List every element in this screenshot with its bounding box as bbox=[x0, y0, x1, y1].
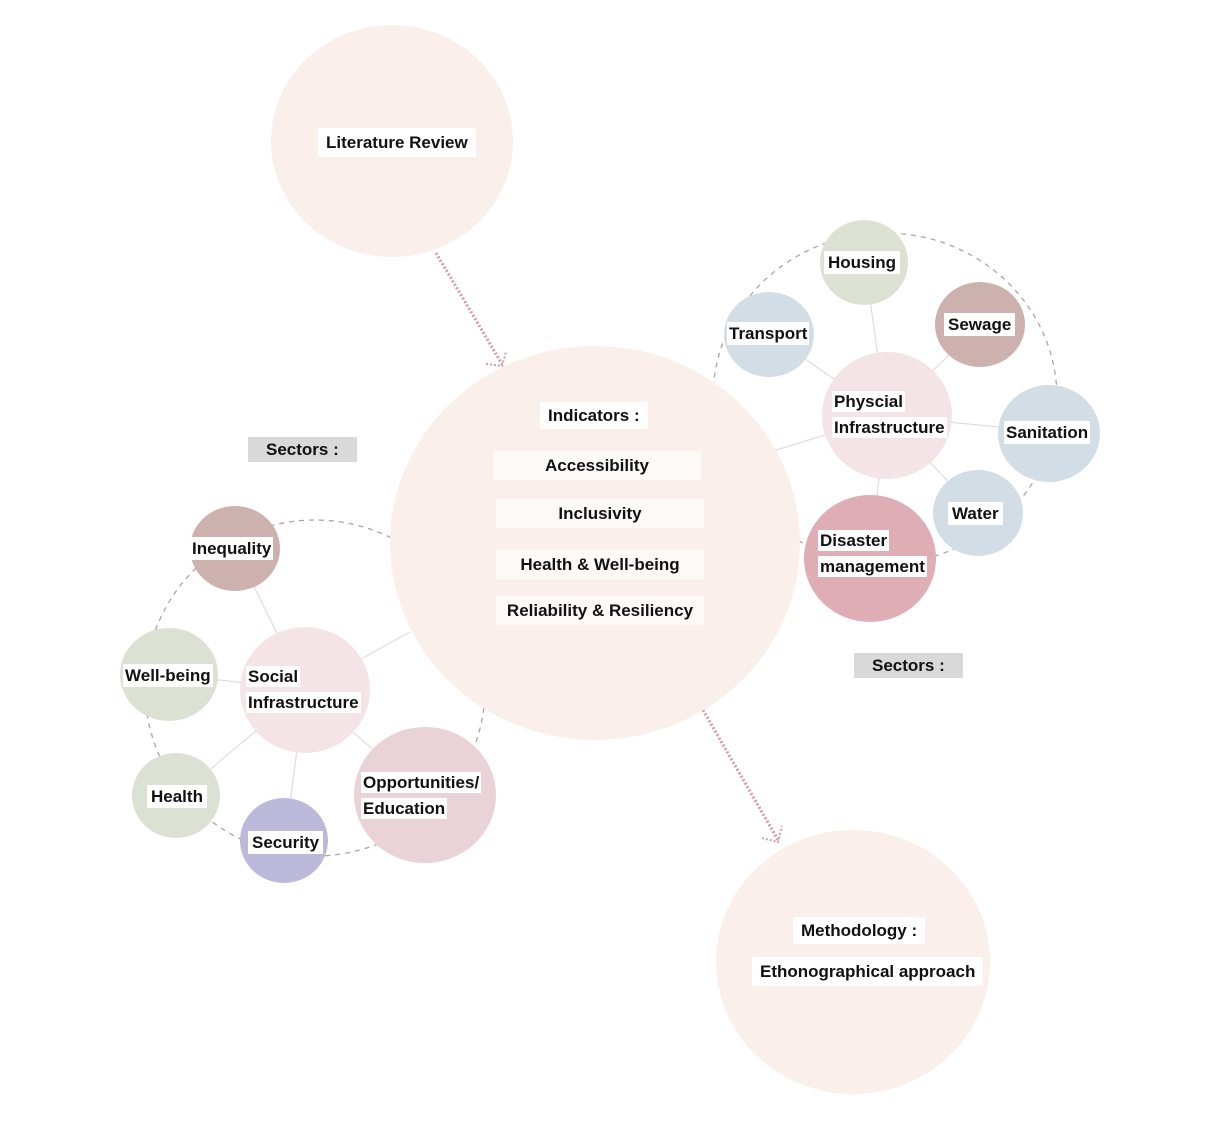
inequality-label: Inequality bbox=[190, 537, 274, 560]
social-infrastructure-line1: Social bbox=[246, 666, 301, 687]
social-infrastructure-line2: Infrastructure bbox=[246, 692, 361, 713]
physical-infrastructure-line1: Physcial bbox=[832, 391, 905, 412]
arrow-literature-to-indicators bbox=[434, 252, 507, 368]
opportunities-node bbox=[354, 727, 496, 863]
methodology-approach: Ethonographical approach bbox=[752, 957, 984, 986]
physical-infrastructure-label: Physcial Infrastructure bbox=[832, 389, 947, 441]
sewage-label: Sewage bbox=[944, 313, 1016, 336]
disaster-management-line1: Disaster bbox=[818, 530, 890, 551]
security-label: Security bbox=[248, 831, 324, 854]
physical-infrastructure-hub bbox=[822, 352, 952, 479]
sanitation-label: Sanitation bbox=[1004, 421, 1091, 444]
health-label: Health bbox=[147, 785, 207, 808]
disaster-management-line2: management bbox=[818, 556, 927, 577]
transport-label: Transport bbox=[727, 322, 810, 345]
indicator-health-wellbeing: Health & Well-being bbox=[496, 550, 704, 579]
methodology-heading: Methodology : bbox=[793, 917, 926, 944]
arrow-indicators-to-methodology bbox=[701, 709, 783, 844]
opportunities-line2: Education bbox=[361, 798, 448, 819]
housing-label: Housing bbox=[824, 251, 900, 274]
physical-infrastructure-line2: Infrastructure bbox=[832, 417, 947, 438]
indicator-accessibility: Accessibility bbox=[493, 451, 701, 480]
wellbeing-label: Well-being bbox=[123, 664, 213, 687]
indicator-reliability-resiliency: Reliability & Resiliency bbox=[496, 596, 704, 625]
indicator-inclusivity: Inclusivity bbox=[496, 499, 704, 528]
social-infrastructure-label: Social Infrastructure bbox=[246, 664, 361, 716]
left-sectors-label: Sectors : bbox=[248, 437, 357, 462]
disaster-management-label: Disaster management bbox=[818, 528, 927, 580]
right-sectors-label: Sectors : bbox=[854, 653, 963, 678]
opportunities-label: Opportunities/ Education bbox=[361, 770, 482, 822]
opportunities-line1: Opportunities/ bbox=[361, 772, 482, 793]
water-label: Water bbox=[948, 502, 1003, 525]
indicators-heading: Indicators : bbox=[540, 402, 648, 429]
social-infrastructure-hub bbox=[240, 627, 370, 753]
literature-review-label: Literature Review bbox=[318, 128, 476, 157]
